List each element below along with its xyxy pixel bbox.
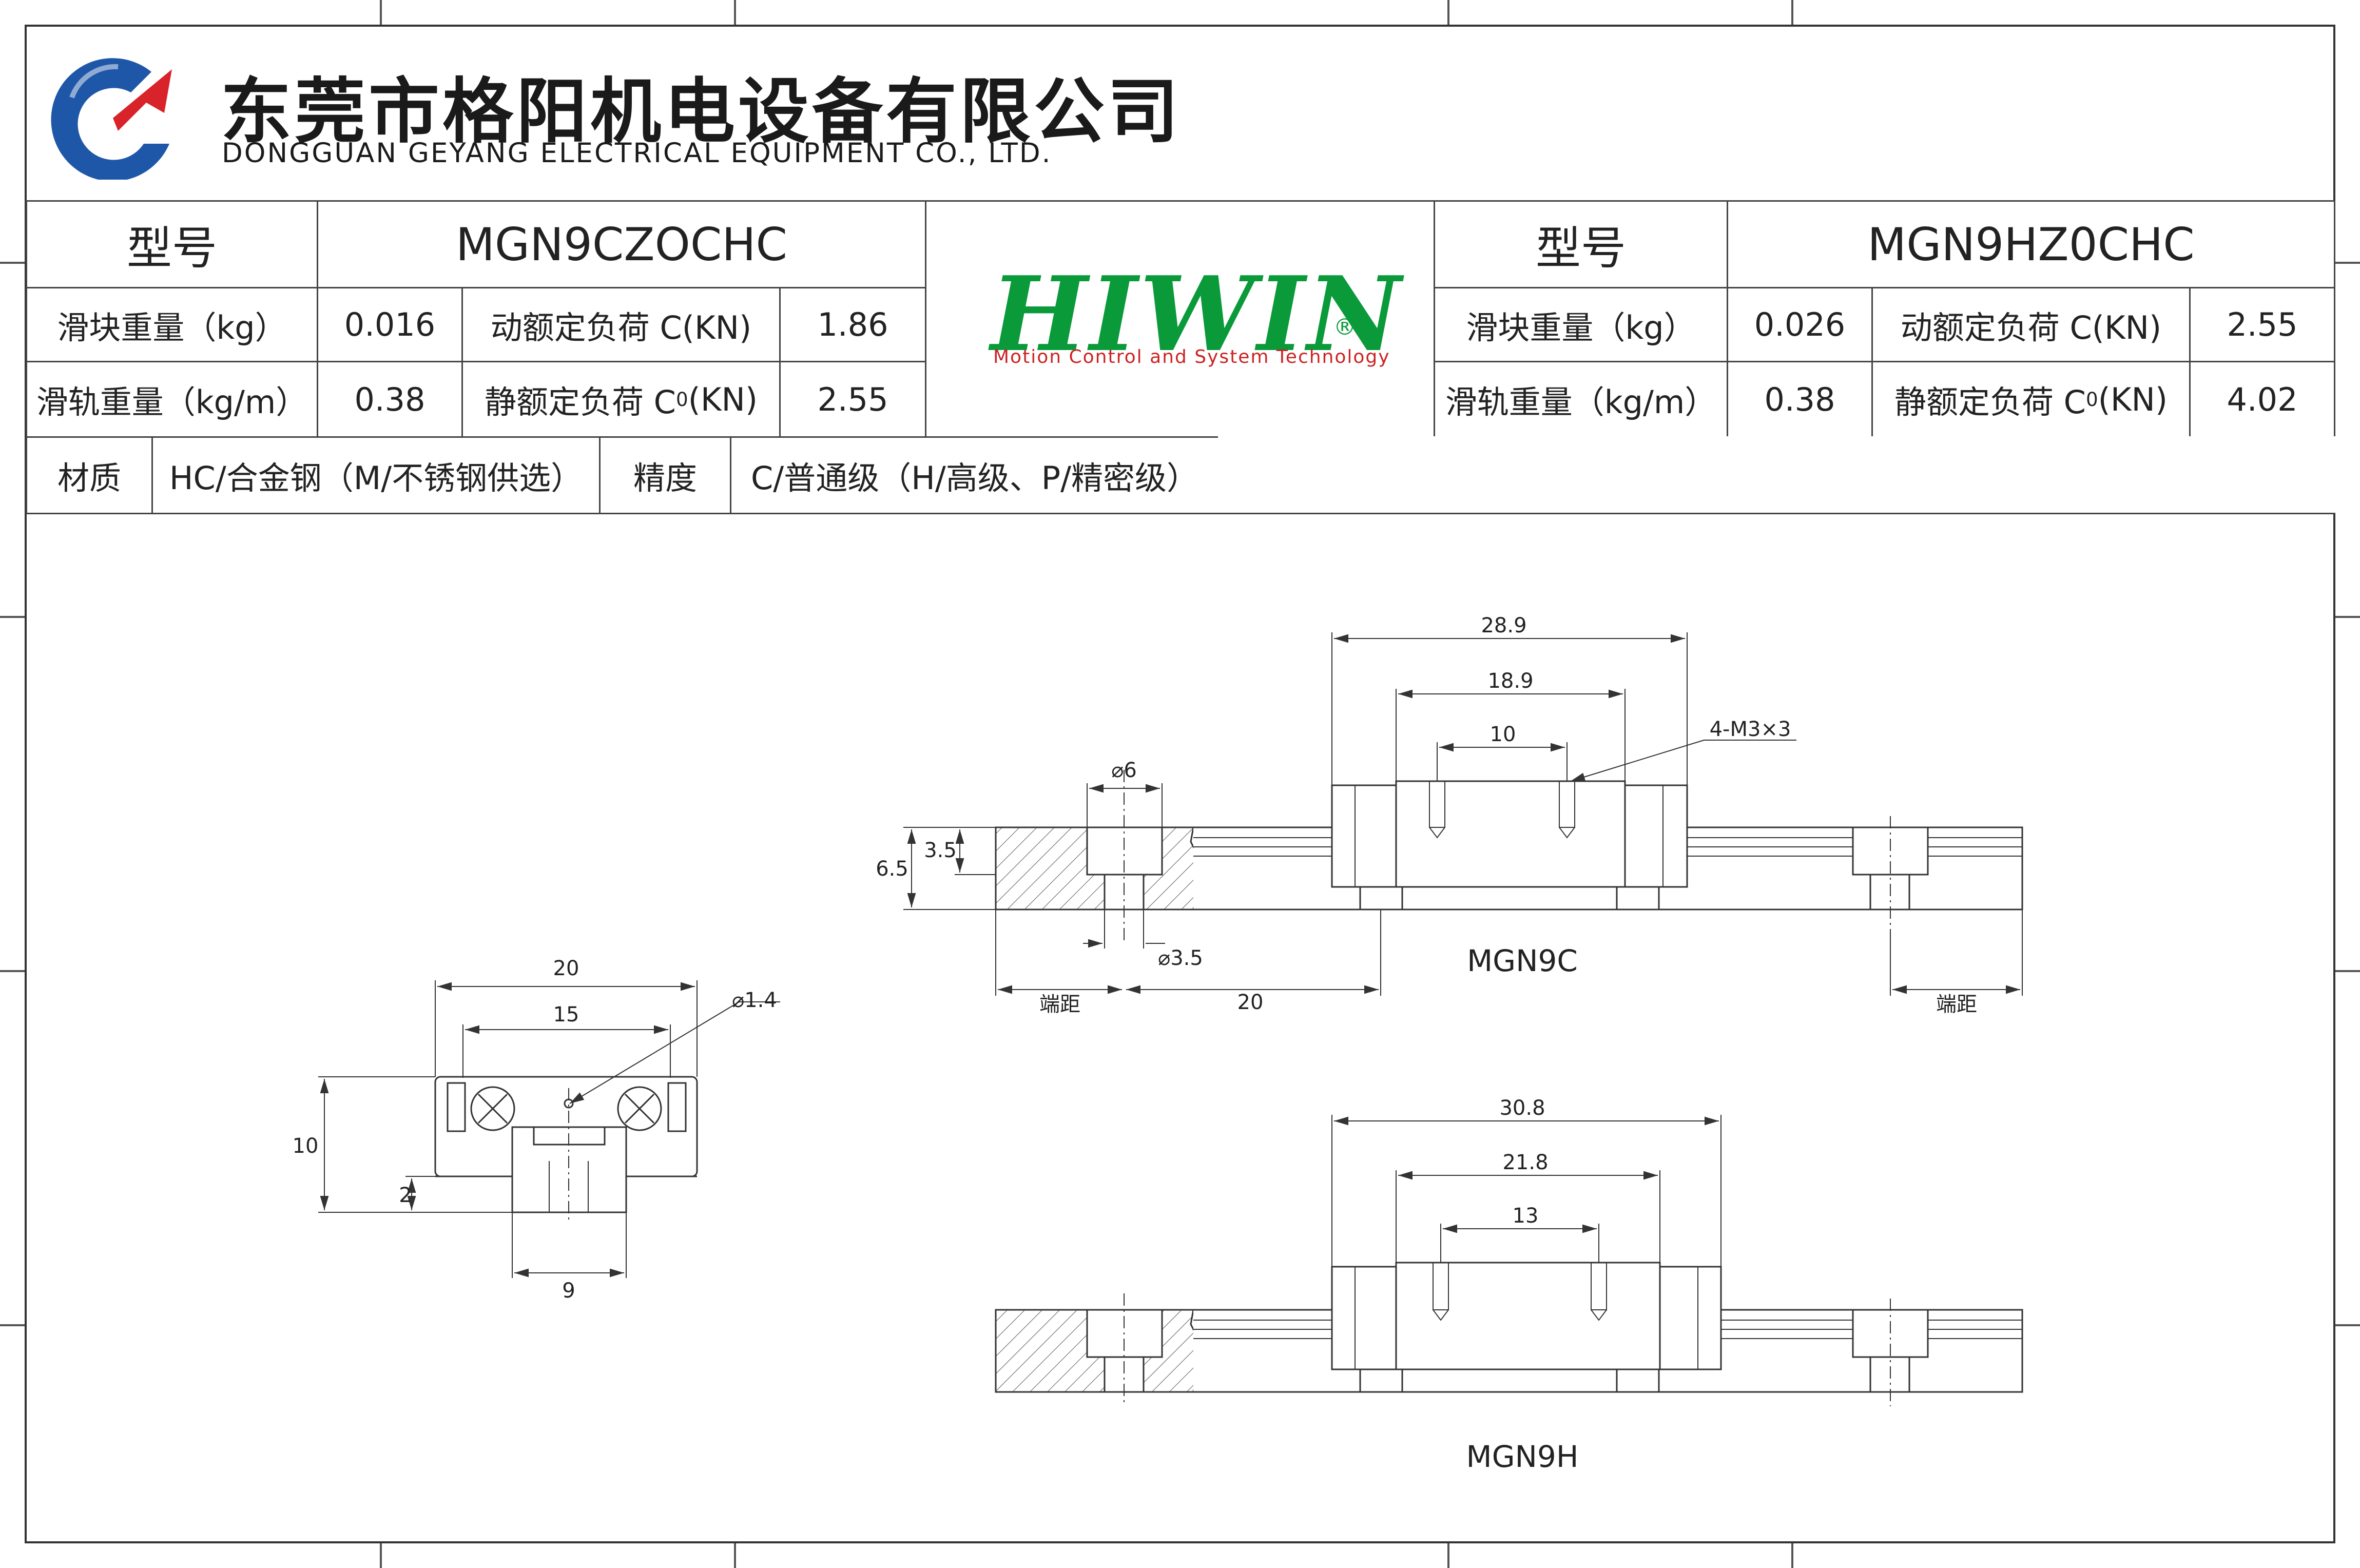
frame-tick (1791, 1543, 1793, 1568)
right-block-weight-label: 滑块重量（kg） (1434, 287, 1728, 362)
c-thread-dim: 4-M3×3 (1710, 718, 1791, 741)
c-end-distance-right: 端距 (1936, 993, 1977, 1016)
right-dyn-load-label: 动额定负荷 C(KN) (1871, 287, 2191, 362)
precision-label: 精度 (599, 436, 731, 514)
registered-mark: ® (1333, 314, 1356, 340)
frame-tick (1447, 1543, 1449, 1568)
front-view (318, 980, 780, 1278)
right-model-value: MGN9HZ0CHC (1727, 200, 2335, 288)
frame-tick (0, 262, 25, 264)
left-dyn-load-label: 动额定负荷 C(KN) (461, 287, 781, 362)
front-base-dim: 2 (399, 1184, 412, 1207)
frame-tick (734, 1543, 736, 1568)
c-cbore-depth-dim: 3.5 (924, 839, 957, 862)
h-body-length-dim: 21.8 (1502, 1151, 1548, 1174)
h-mount-pitch-dim: 13 (1513, 1204, 1539, 1228)
company-logo-icon (51, 58, 172, 180)
c-mount-pitch-dim: 10 (1490, 723, 1516, 746)
h-block-length-dim: 30.8 (1499, 1096, 1545, 1120)
c-rail-height-dim: 6.5 (876, 857, 908, 881)
company-name-en: DONGGUAN GEYANG ELECTRICAL EQUIPMENT CO.… (222, 138, 1052, 169)
frame-tick (0, 1324, 25, 1326)
left-model-label: 型号 (26, 200, 318, 288)
front-rail-width-dim: 9 (562, 1279, 575, 1303)
mgn9h-side-view (995, 1115, 2023, 1406)
front-hole-dim: ⌀1.4 (732, 989, 777, 1012)
frame-tick (0, 616, 25, 618)
right-rail-weight-label: 滑轨重量（kg/m） (1434, 361, 1728, 438)
c-end-distance-left: 端距 (1039, 993, 1080, 1016)
material-label: 材质 (26, 436, 153, 514)
frame-tick (0, 970, 25, 972)
static-load-subscript: 0 (675, 388, 688, 411)
frame-tick (2335, 970, 2360, 972)
c-view-title: MGN9C (1467, 943, 1578, 978)
c-body-length-dim: 18.9 (1487, 669, 1533, 693)
left-model-value: MGN9CZOCHC (317, 200, 926, 288)
brand-logo: HIWIN (991, 254, 1403, 375)
front-pitch-dim: 15 (553, 1003, 579, 1027)
right-model-label: 型号 (1434, 200, 1728, 288)
left-rail-weight-value: 0.38 (317, 361, 463, 438)
right-rail-weight-value: 0.38 (1727, 361, 1873, 438)
drawing-frame (25, 25, 2335, 1543)
frame-tick (1447, 0, 1449, 25)
brand-tagline: Motion Control and System Technology (993, 346, 1390, 367)
frame-tick (734, 0, 736, 25)
frame-tick (2335, 616, 2360, 618)
left-block-weight-value: 0.016 (317, 287, 463, 362)
static-load-subscript: 0 (2085, 388, 2098, 411)
static-load-unit: (KN) (688, 380, 758, 418)
material-value: HC/合金钢（M/不锈钢供选） (151, 436, 601, 514)
frame-tick (2335, 262, 2360, 264)
left-dyn-load-value: 1.86 (779, 287, 926, 362)
mgn9c-side-view (903, 632, 2023, 996)
brand-cell (925, 200, 1435, 438)
frame-tick (380, 1543, 382, 1568)
company-name-cn: 东莞市格阳机电设备有限公司 (221, 70, 1182, 153)
left-rail-weight-label: 滑轨重量（kg/m） (26, 361, 318, 438)
c-bolt-hole-dim: ⌀3.5 (1158, 946, 1203, 970)
row-border (1218, 436, 2335, 514)
right-block-weight-value: 0.026 (1727, 287, 1873, 362)
static-load-unit: (KN) (2098, 380, 2168, 418)
frame-tick (1791, 0, 1793, 25)
frame-tick (2335, 1324, 2360, 1326)
right-static-load-value: 4.02 (2189, 361, 2335, 438)
frame-tick (380, 0, 382, 25)
c-pitch-dim: 20 (1237, 991, 1264, 1014)
front-height-dim: 10 (293, 1134, 319, 1158)
static-load-text: 静额定负荷 C (484, 383, 676, 421)
c-block-length-dim: 28.9 (1481, 614, 1526, 637)
static-load-text: 静额定负荷 C (1894, 383, 2086, 421)
h-view-title: MGN9H (1466, 1439, 1579, 1474)
precision-value: C/普通级（H/高级、P/精密级） (730, 436, 1220, 514)
front-width-dim: 20 (553, 957, 579, 980)
left-block-weight-label: 滑块重量（kg） (26, 287, 318, 362)
c-cbore-dim: ⌀6 (1111, 759, 1137, 782)
left-static-load-value: 2.55 (779, 361, 926, 438)
